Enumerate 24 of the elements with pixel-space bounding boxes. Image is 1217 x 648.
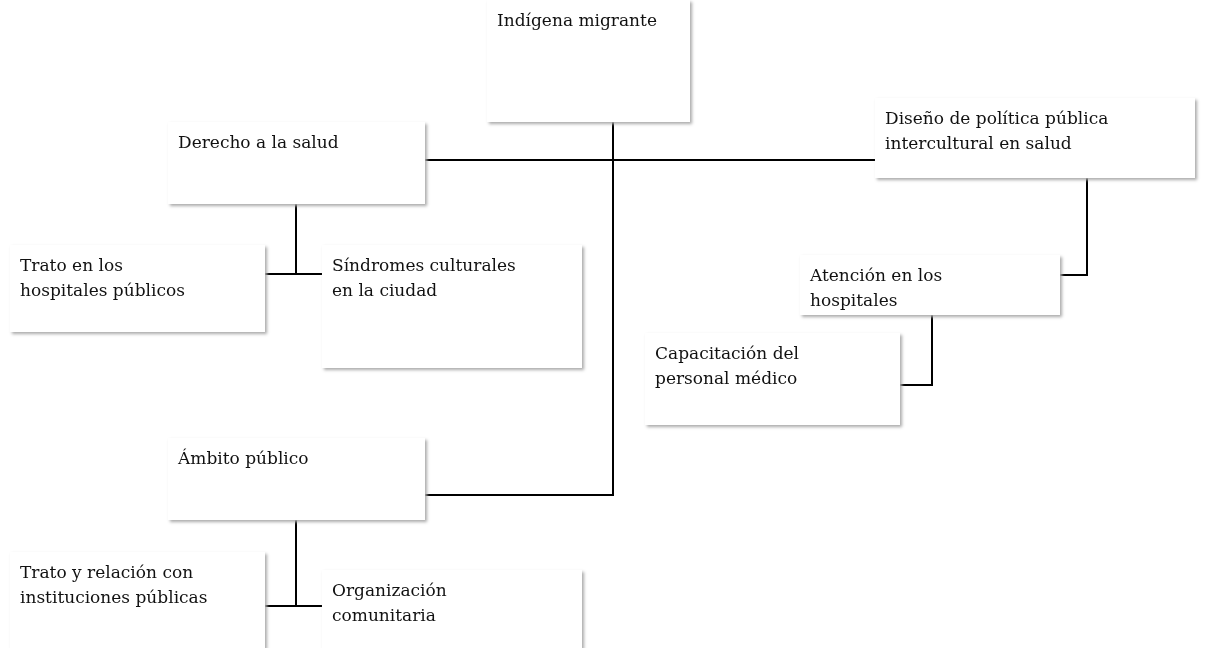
text-box	[168, 438, 425, 520]
box-label: Indígena migrante	[497, 9, 658, 32]
connector-line	[295, 519, 323, 607]
text-box	[322, 245, 582, 368]
connector-line	[295, 203, 323, 275]
text-box	[168, 122, 425, 204]
connector-line	[1059, 177, 1088, 276]
connector-line	[899, 314, 933, 386]
box-label: Trato en los hospitales públicos	[20, 254, 186, 302]
box-label: Capacitación del personal médico	[655, 342, 800, 390]
box-label: Diseño de política pública intercultural en salud	[885, 107, 1110, 155]
text-box	[875, 98, 1195, 178]
text-box	[487, 0, 690, 122]
box-label: Ámbito público	[178, 447, 310, 470]
text-box	[800, 255, 1060, 315]
box-label: Síndromes culturales en la ciudad	[332, 254, 517, 302]
text-box	[10, 552, 265, 648]
box-label: Atención en los hospitales	[810, 264, 944, 312]
box-label: Derecho a la salud	[178, 131, 340, 154]
box-label: Trato y relación con instituciones públicas	[20, 561, 209, 609]
text-box	[10, 245, 265, 332]
text-box	[322, 570, 582, 648]
box-label: Organización comunitaria	[332, 579, 448, 627]
text-box	[645, 333, 900, 425]
